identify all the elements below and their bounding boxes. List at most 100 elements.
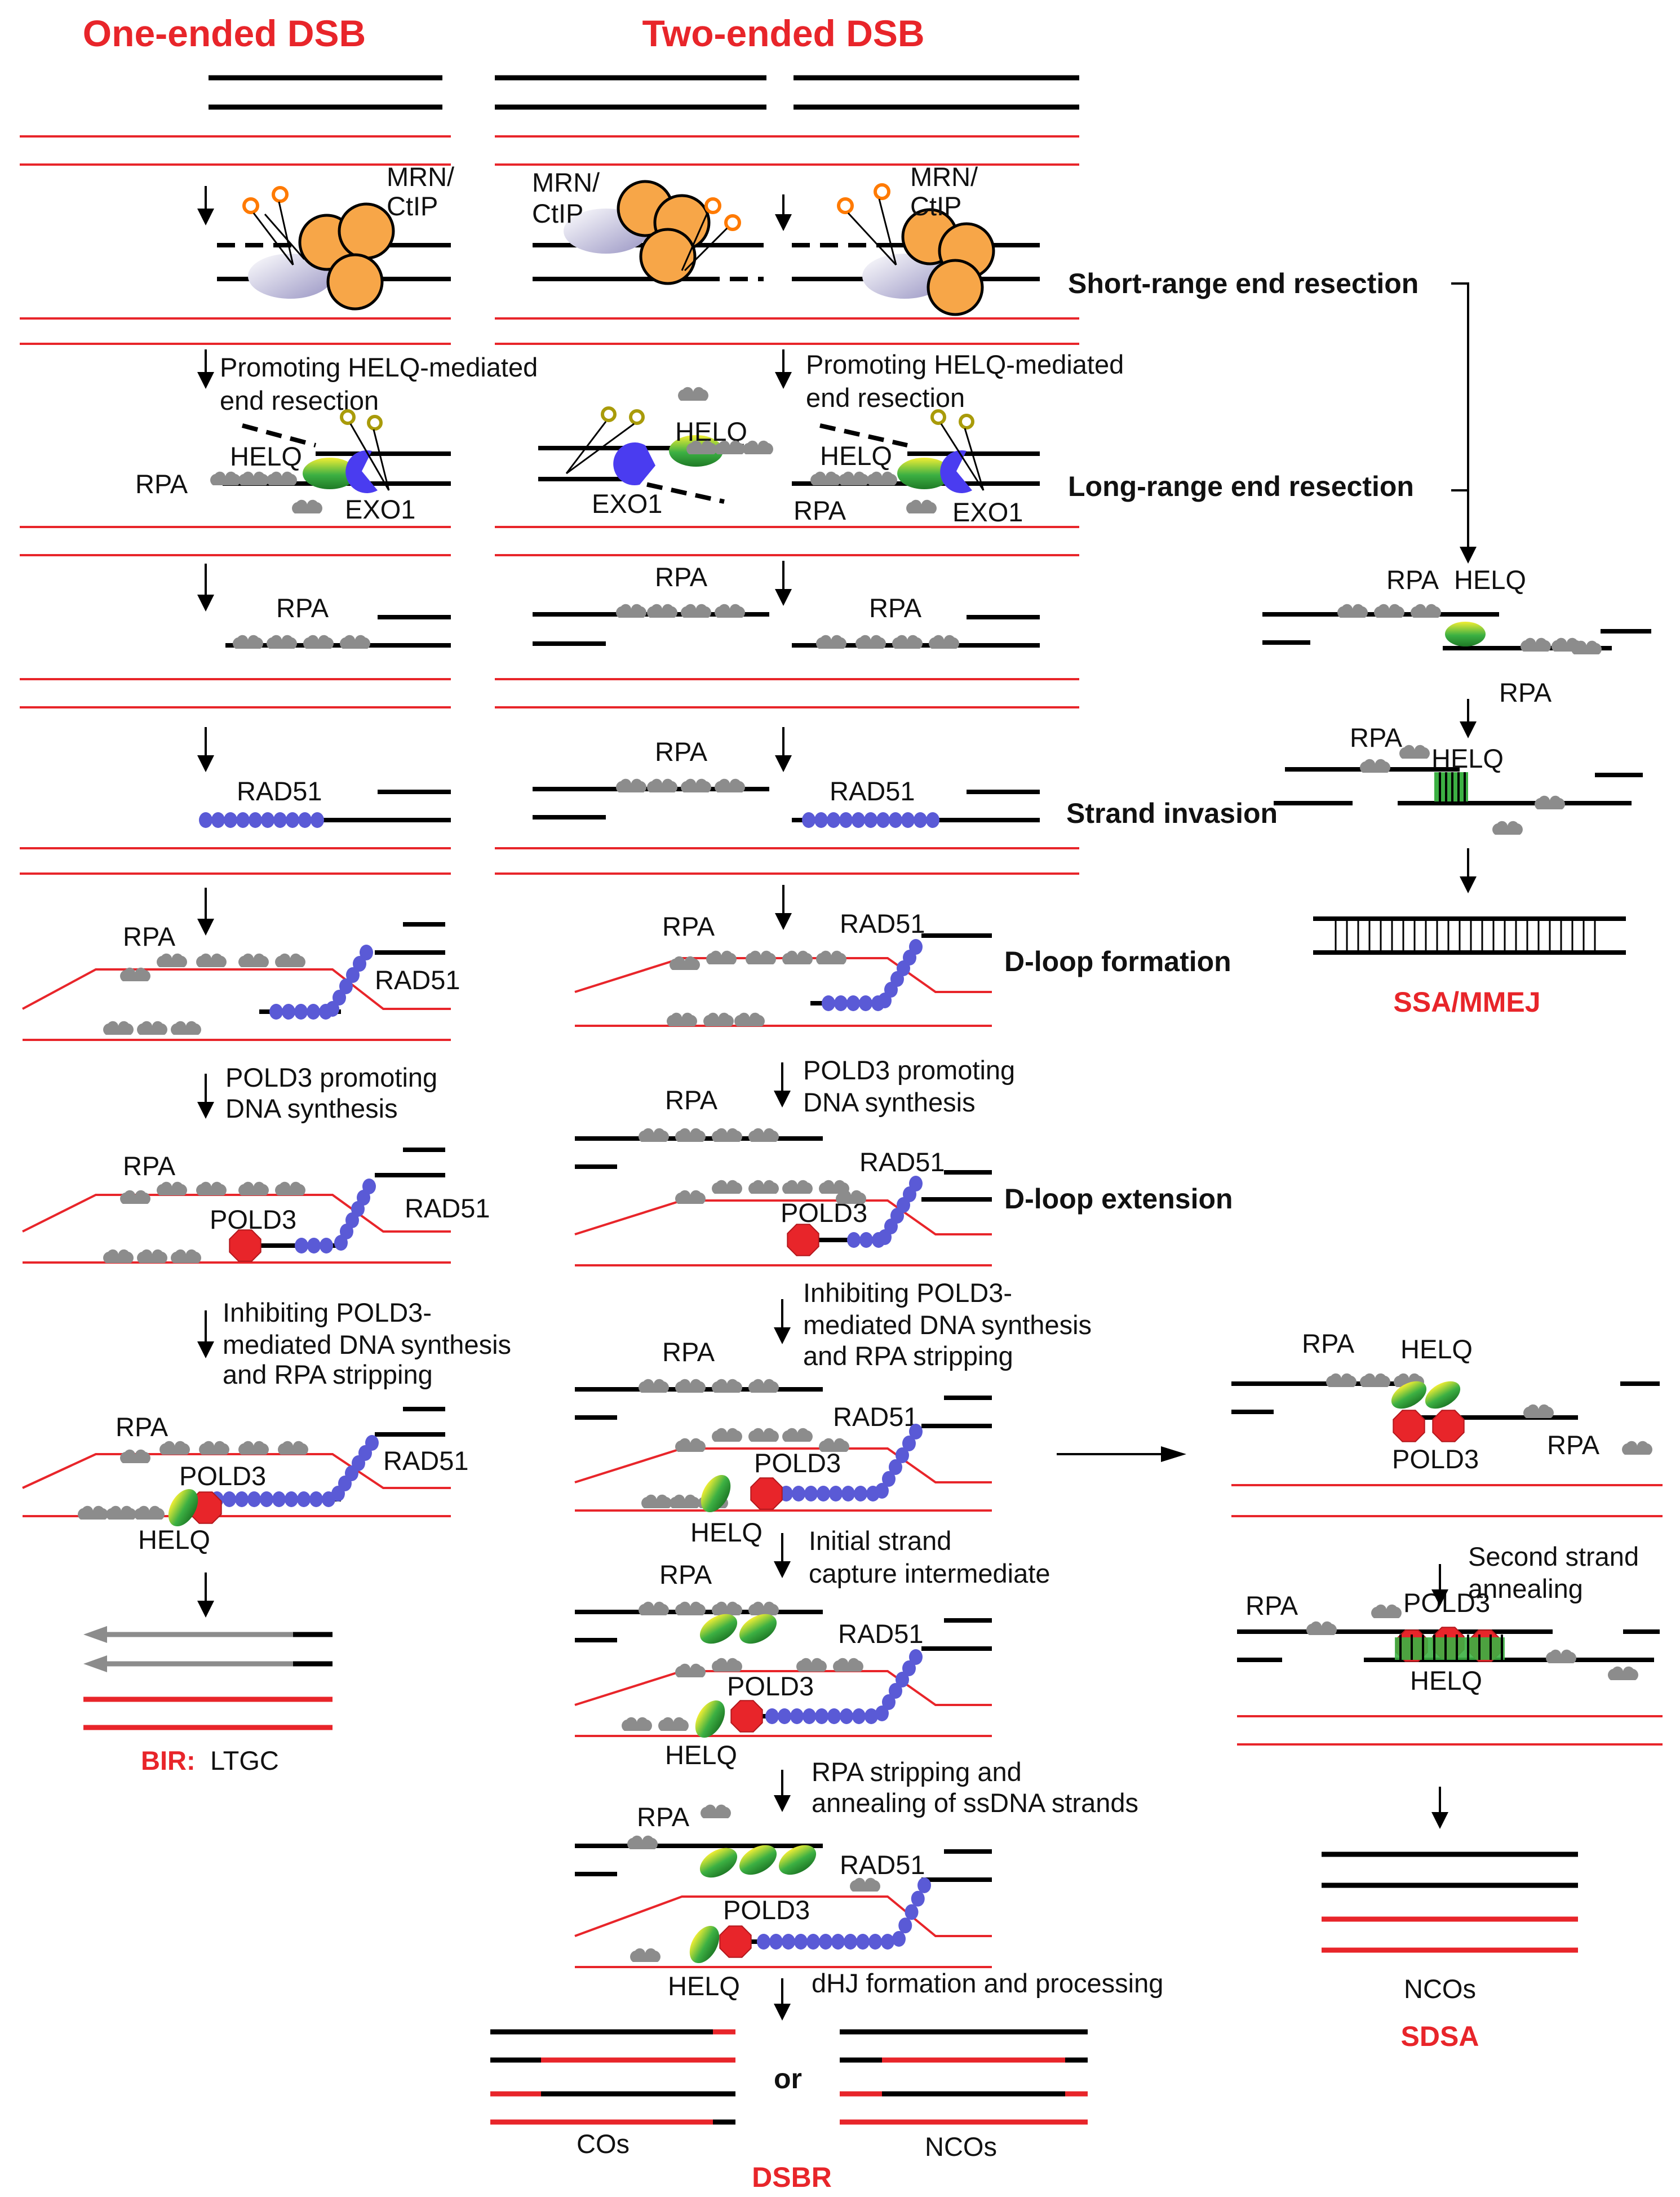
label-rad51: RAD51 xyxy=(840,1850,925,1880)
arrow-icon xyxy=(1460,876,1477,893)
rpa-glyph xyxy=(670,956,700,970)
rad51-glyph xyxy=(806,1934,820,1950)
rad51-glyph xyxy=(260,1491,273,1507)
rpa-glyph xyxy=(275,1181,305,1195)
label-rpa: RPA xyxy=(116,1412,169,1442)
rad51-glyph xyxy=(307,1004,320,1020)
rad51-glyph xyxy=(365,1435,379,1451)
step-pold3-promote-line2: DNA synthesis xyxy=(803,1087,976,1117)
rad51-glyph xyxy=(875,1483,889,1499)
helq-exo1-complex-mid-b xyxy=(792,409,1040,493)
label-dsbr: DSBR xyxy=(752,2161,832,2193)
step-second-annealing-line1: Second strand xyxy=(1468,1542,1639,1571)
rad51-glyph xyxy=(269,1004,283,1020)
helq-glyph xyxy=(699,1614,738,1644)
rpa-glyph xyxy=(137,1249,167,1263)
label-helq: HELQ xyxy=(230,441,302,471)
label-pold3: POLD3 xyxy=(754,1448,841,1478)
rpa-glyph xyxy=(1360,1373,1390,1387)
rad51-glyph xyxy=(298,812,312,828)
rad51-glyph xyxy=(854,1486,867,1501)
rad51-glyph xyxy=(882,1471,896,1487)
mrn-ctip-complex-left xyxy=(217,186,451,311)
rad51-glyph xyxy=(757,1934,770,1950)
helq-glyph xyxy=(1391,1381,1427,1409)
rpa-glyph xyxy=(639,1601,669,1615)
rad51-glyph xyxy=(868,1934,882,1950)
label-rad51: RAD51 xyxy=(833,1402,919,1432)
rpa-glyph xyxy=(748,1128,779,1142)
rad51-glyph xyxy=(817,1486,830,1501)
step-helq-resection-line1: Promoting HELQ-mediated xyxy=(220,352,538,382)
rpa-glyph xyxy=(1326,1373,1357,1387)
rpa-glyph xyxy=(1411,604,1441,618)
rpa-glyph xyxy=(748,1601,779,1615)
label-cos: COs xyxy=(577,2129,630,2159)
rpa-glyph xyxy=(159,1441,190,1455)
label-pold3: POLD3 xyxy=(210,1204,296,1234)
rad51-glyph xyxy=(829,1486,843,1501)
pold3-glyph xyxy=(1393,1410,1425,1442)
rad51-glyph xyxy=(896,1447,909,1463)
rpa-glyph xyxy=(238,1181,269,1195)
label-rpa: RPA xyxy=(276,593,329,623)
label-rpa: RPA xyxy=(794,495,846,525)
rad51-glyph xyxy=(282,1004,295,1020)
rad51-glyph xyxy=(846,995,860,1011)
step-inhibit-line3: and RPA stripping xyxy=(223,1359,433,1389)
rad51-glyph xyxy=(224,812,237,828)
rpa-glyph xyxy=(892,635,923,649)
label-rad51: RAD51 xyxy=(405,1193,490,1223)
rpa-glyph xyxy=(667,1012,697,1026)
rpa-glyph xyxy=(171,1021,201,1035)
dloop-mid xyxy=(574,933,992,1027)
rad51-glyph xyxy=(852,812,865,828)
rpa-glyph xyxy=(157,1181,187,1195)
rad51-glyph xyxy=(765,1708,779,1724)
stage-strand-invasion: Strand invasion xyxy=(1066,798,1278,829)
rad51-glyph xyxy=(769,1934,783,1950)
label-mrn: MRN/ xyxy=(910,162,978,192)
label-rpa: RPA xyxy=(1499,677,1552,707)
rad51-glyph xyxy=(309,1491,323,1507)
rpa-glyph xyxy=(1622,1441,1652,1455)
rpa-glyph xyxy=(712,1601,742,1615)
rad51-glyph xyxy=(272,1491,286,1507)
rad51-glyph xyxy=(333,990,346,1006)
rad51-glyph xyxy=(294,1004,308,1020)
ssa-product xyxy=(1313,916,1626,955)
rpa-glyph xyxy=(746,950,776,964)
rpa-glyph xyxy=(1521,637,1551,652)
rpa-glyph xyxy=(796,1658,827,1672)
label-helq: HELQ xyxy=(668,1971,740,2001)
rpa-glyph xyxy=(120,1449,150,1463)
rad51-glyph xyxy=(285,1491,298,1507)
rpa-glyph xyxy=(855,635,886,649)
step-initial-capture-line1: Initial strand xyxy=(809,1526,951,1556)
arrow-icon xyxy=(197,372,214,389)
stage-dloop-extension: D-loop extension xyxy=(1004,1183,1233,1215)
label-helq: HELQ xyxy=(820,441,892,471)
arrow-icon xyxy=(774,1561,791,1578)
rpa-glyph xyxy=(715,440,745,454)
product-ncos-mid xyxy=(840,2029,1088,2125)
label-ssa-mmej: SSA/MMEJ xyxy=(1393,986,1540,1018)
rpa-glyph xyxy=(641,1494,672,1508)
rad51-glyph xyxy=(320,1238,333,1253)
label-ltgc: LTGC xyxy=(210,1746,279,1775)
helq-glyph xyxy=(699,1848,738,1878)
label-rad51: RAD51 xyxy=(383,1446,469,1476)
arrow-icon xyxy=(197,595,214,612)
label-helq: HELQ xyxy=(138,1525,210,1554)
rad51-glyph xyxy=(211,812,225,828)
arrow-icon xyxy=(775,214,792,231)
rpa-glyph xyxy=(1523,1404,1554,1418)
step-inhibit-line2: mediated DNA synthesis xyxy=(803,1310,1092,1340)
rpa-glyph xyxy=(1608,1666,1638,1680)
rpa-glyph xyxy=(743,440,773,454)
label-sdsa: SDSA xyxy=(1401,2021,1479,2052)
rpa-glyph xyxy=(712,1180,742,1194)
rpa-glyph xyxy=(103,1021,134,1035)
arrow-icon xyxy=(774,1795,791,1812)
scissors-icon xyxy=(565,406,645,475)
